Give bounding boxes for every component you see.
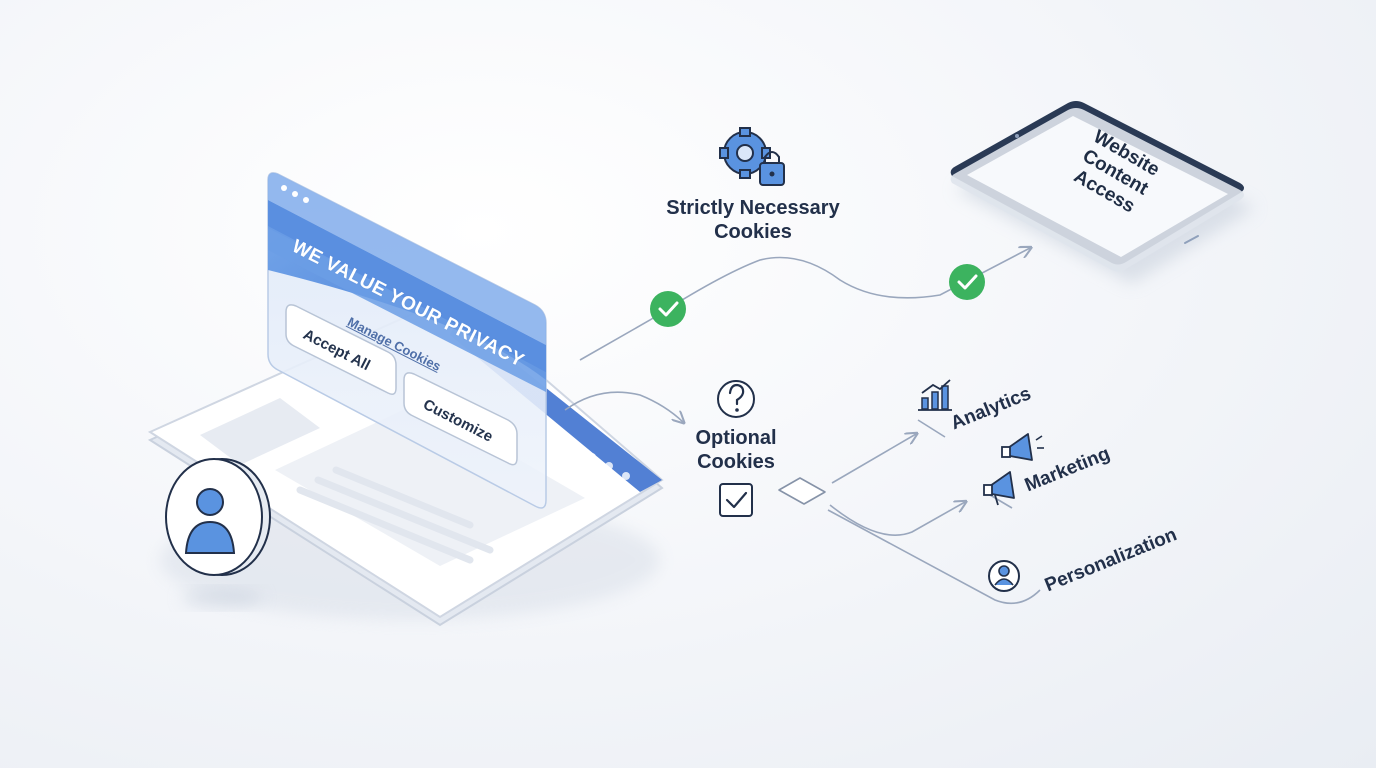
optional-label-line2: Cookies bbox=[697, 451, 775, 473]
check-badge-necessary bbox=[650, 291, 686, 327]
customize-button-shape bbox=[403, 372, 518, 466]
chart-icon bbox=[918, 379, 952, 411]
optional-label-line1: Optional bbox=[695, 427, 777, 449]
user-avatar-badge bbox=[165, 458, 271, 608]
connectors bbox=[564, 248, 1041, 605]
split-node bbox=[778, 477, 826, 505]
check-badge-destination bbox=[949, 264, 985, 300]
necessary-cookies-label: Strictly Necessary Cookies bbox=[643, 196, 863, 244]
megaphone-icon-2 bbox=[983, 471, 1015, 506]
optional-cookies-label: Optional Cookies bbox=[666, 426, 806, 474]
megaphone-icon bbox=[1001, 433, 1044, 461]
necessary-label-line2: Cookies bbox=[714, 221, 792, 243]
tablet-device bbox=[950, 101, 1255, 284]
checkbox-icon bbox=[719, 483, 753, 517]
gear-lock-icon bbox=[719, 127, 785, 186]
necessary-label-line1: Strictly Necessary bbox=[666, 197, 840, 219]
question-icon bbox=[717, 380, 755, 418]
accept-all-button-shape bbox=[285, 304, 397, 395]
user-circle-icon bbox=[988, 560, 1020, 592]
